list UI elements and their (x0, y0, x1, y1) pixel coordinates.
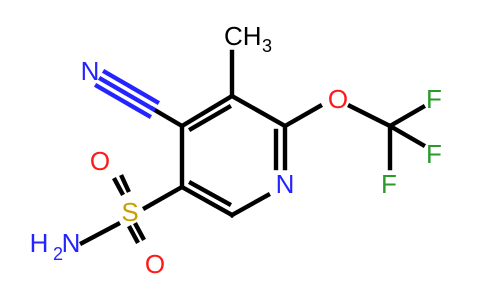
bond-s-o-top-a (112, 177, 125, 196)
atom-fluorine-bottom: F (381, 169, 397, 199)
atom-labels: N N O F F F S O O H 2 N CH 3 (30, 21, 442, 279)
atom-methyl-subscript: 3 (262, 36, 272, 56)
atom-sulfur: S (121, 197, 138, 227)
bond-s-o-bottom-a (133, 222, 146, 241)
bond-cn-triple-c (93, 82, 153, 120)
atom-ring-n: N (276, 169, 295, 199)
bond-s-n (79, 221, 121, 246)
atom-sulfonyl-o-bottom: O (145, 249, 165, 279)
bond-cf3-fmid (386, 122, 427, 149)
bond-c5-s (142, 184, 185, 211)
atom-methyl-ch: CH (224, 21, 262, 51)
bond-c2-o (281, 102, 324, 130)
atom-amine-subscript: 2 (53, 244, 63, 264)
bond-c6-n1 (229, 192, 271, 218)
bond-c3-c2 (229, 93, 288, 129)
atom-nitrile-n: N (81, 56, 100, 86)
atom-ether-o: O (328, 84, 348, 114)
bond-cn-triple-b (101, 68, 161, 106)
bond-cf3-ftop (386, 103, 427, 130)
bond-cn-triple-a (97, 75, 157, 113)
atom-fluorine-top: F (426, 84, 442, 114)
bond-c4-cn (149, 105, 186, 130)
bond-c5-c6 (179, 184, 235, 218)
bond-c3-c4-inner (187, 103, 233, 133)
bond-s-o-top-b (119, 174, 131, 193)
atom-amine-h: H (30, 228, 49, 258)
bond-o-cf3 (347, 103, 393, 129)
bond-c5-c6-inner (188, 180, 232, 207)
atom-fluorine-mid: F (426, 139, 442, 169)
atom-sulfonyl-o-top: O (90, 146, 110, 176)
atom-amine-n: N (62, 228, 81, 258)
bond-c3-c4 (178, 92, 236, 130)
bond-s-o-bottom-b (127, 225, 140, 244)
bonds (79, 49, 427, 246)
